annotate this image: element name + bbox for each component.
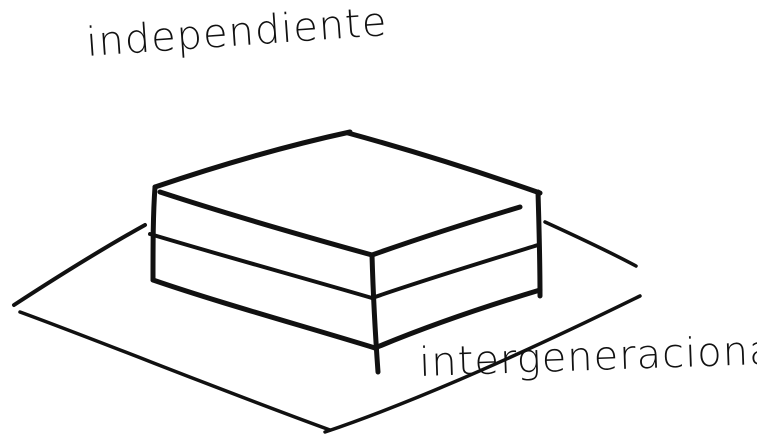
box-layer-line xyxy=(150,234,538,298)
base-plane xyxy=(14,222,640,432)
box-top-face xyxy=(155,132,540,255)
